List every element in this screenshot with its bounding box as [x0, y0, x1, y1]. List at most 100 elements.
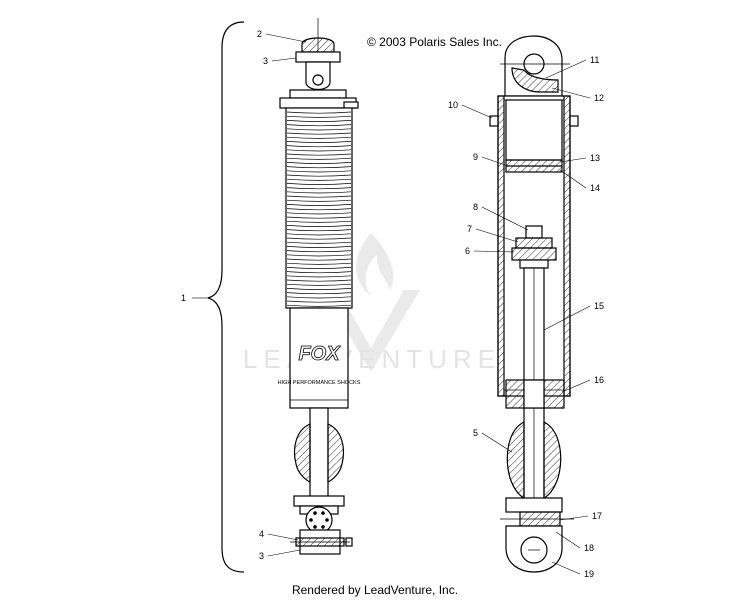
coil-turn — [286, 304, 352, 307]
coil-turn — [286, 115, 352, 118]
coil-turn — [286, 157, 352, 160]
top-spacer — [295, 51, 341, 63]
coil-turn — [286, 183, 352, 185]
gas-chamber — [505, 99, 563, 161]
callout-16: 16 — [594, 375, 604, 385]
coil-turn — [286, 145, 352, 148]
lower-clevis-plate — [293, 495, 345, 507]
callout-15: 15 — [594, 301, 604, 311]
coil-turn — [286, 124, 352, 127]
callout-17: 17 — [592, 511, 602, 521]
coil-turn — [286, 195, 352, 198]
coil-turn — [286, 262, 352, 265]
coil-turn — [286, 128, 352, 131]
callout-10: 10 — [448, 100, 458, 110]
watermark-text: LEADVENTURE — [243, 344, 501, 374]
coil-turn — [286, 220, 352, 223]
coil-turn — [286, 216, 352, 219]
retainer-clip — [343, 101, 359, 109]
coil-turn — [286, 254, 352, 257]
shock-cutaway-view — [489, 35, 579, 573]
cutaway-reservoir-valve — [511, 67, 559, 93]
cutaway-lower-clevis — [505, 497, 563, 513]
coil-turn — [286, 300, 352, 303]
coil-turn — [286, 174, 352, 177]
body-wall-left — [497, 95, 505, 397]
shock-exterior-view: FOX HIGH PERFORMANCE SHOCKS — [278, 18, 361, 555]
callout-7: 7 — [467, 224, 472, 234]
coil-turn — [286, 233, 352, 236]
knob-detent — [313, 511, 317, 515]
piston-nut — [525, 225, 543, 239]
callout-3-top: 3 — [263, 56, 268, 66]
coil-turn — [286, 271, 352, 274]
coil-turn — [286, 258, 352, 261]
coil-turn — [286, 229, 352, 232]
callout-18: 18 — [584, 543, 594, 553]
knob-detent — [309, 518, 313, 522]
body-wall-right — [563, 95, 571, 397]
coil-spring — [285, 107, 353, 309]
cutaway-bump-stop-left — [506, 421, 525, 499]
coil-turn — [286, 136, 352, 139]
coil-turn — [286, 149, 352, 152]
coil-turn — [286, 178, 352, 181]
knob-detent — [321, 525, 325, 529]
callout-numbers: 1 2 3 4 3 5 6 7 8 9 10 11 12 13 14 15 16… — [181, 29, 604, 579]
callout-2: 2 — [257, 29, 262, 39]
decal-logo: FOX — [298, 343, 341, 365]
coil-turn — [286, 292, 352, 295]
callout-1: 1 — [181, 293, 186, 303]
bump-stop-right — [327, 423, 345, 483]
coil-turn — [286, 208, 352, 211]
coil-turn — [286, 111, 352, 114]
piston — [511, 247, 557, 261]
leader-lines — [192, 33, 591, 575]
spring-seat-upper — [289, 89, 347, 99]
coil-turn — [286, 225, 352, 227]
coil-turn — [286, 153, 352, 156]
coil-turn — [286, 283, 352, 286]
footer-credit: Rendered by LeadVenture, Inc. — [292, 583, 458, 597]
shock-body — [289, 307, 349, 409]
coil-turn — [286, 275, 352, 278]
coil-turn — [286, 241, 352, 244]
coil-turn — [286, 166, 352, 169]
copyright-text: © 2003 Polaris Sales Inc. — [367, 35, 502, 49]
coil-turn — [286, 250, 352, 253]
assembly-brace — [207, 21, 245, 573]
callout-6: 6 — [465, 246, 470, 256]
decal-tagline: HIGH PERFORMANCE SHOCKS — [278, 380, 361, 386]
coil-turn — [286, 267, 352, 269]
callout-19: 19 — [584, 569, 594, 579]
callout-11: 11 — [590, 55, 599, 65]
coil-spring-turns — [286, 111, 352, 307]
coil-turn — [286, 199, 352, 202]
top-eye-bolt-hole — [312, 74, 324, 86]
piston-washer — [519, 259, 549, 269]
knob-detent — [313, 525, 317, 529]
bump-stop-left — [293, 423, 311, 483]
coil-turn — [286, 191, 352, 194]
cutaway-bump-stop-right — [543, 421, 562, 499]
top-bushing — [301, 37, 335, 53]
coil-turn — [286, 204, 352, 206]
callout-3-bottom: 3 — [259, 551, 264, 561]
coil-turn — [286, 279, 352, 282]
callout-9: 9 — [473, 152, 478, 162]
piston-valve-stack — [515, 237, 553, 249]
coil-turn — [286, 141, 352, 143]
coil-turn — [286, 187, 352, 190]
knob-detent — [325, 518, 329, 522]
coil-turn — [286, 212, 352, 215]
coil-turn — [286, 132, 352, 135]
coil-turn — [286, 170, 352, 173]
adjuster-knob-detents — [309, 511, 329, 529]
piston-shaft — [309, 407, 329, 499]
coil-turn — [286, 120, 352, 122]
coil-turn — [286, 162, 352, 164]
coil-turn — [286, 288, 352, 290]
coil-turn — [286, 246, 352, 248]
